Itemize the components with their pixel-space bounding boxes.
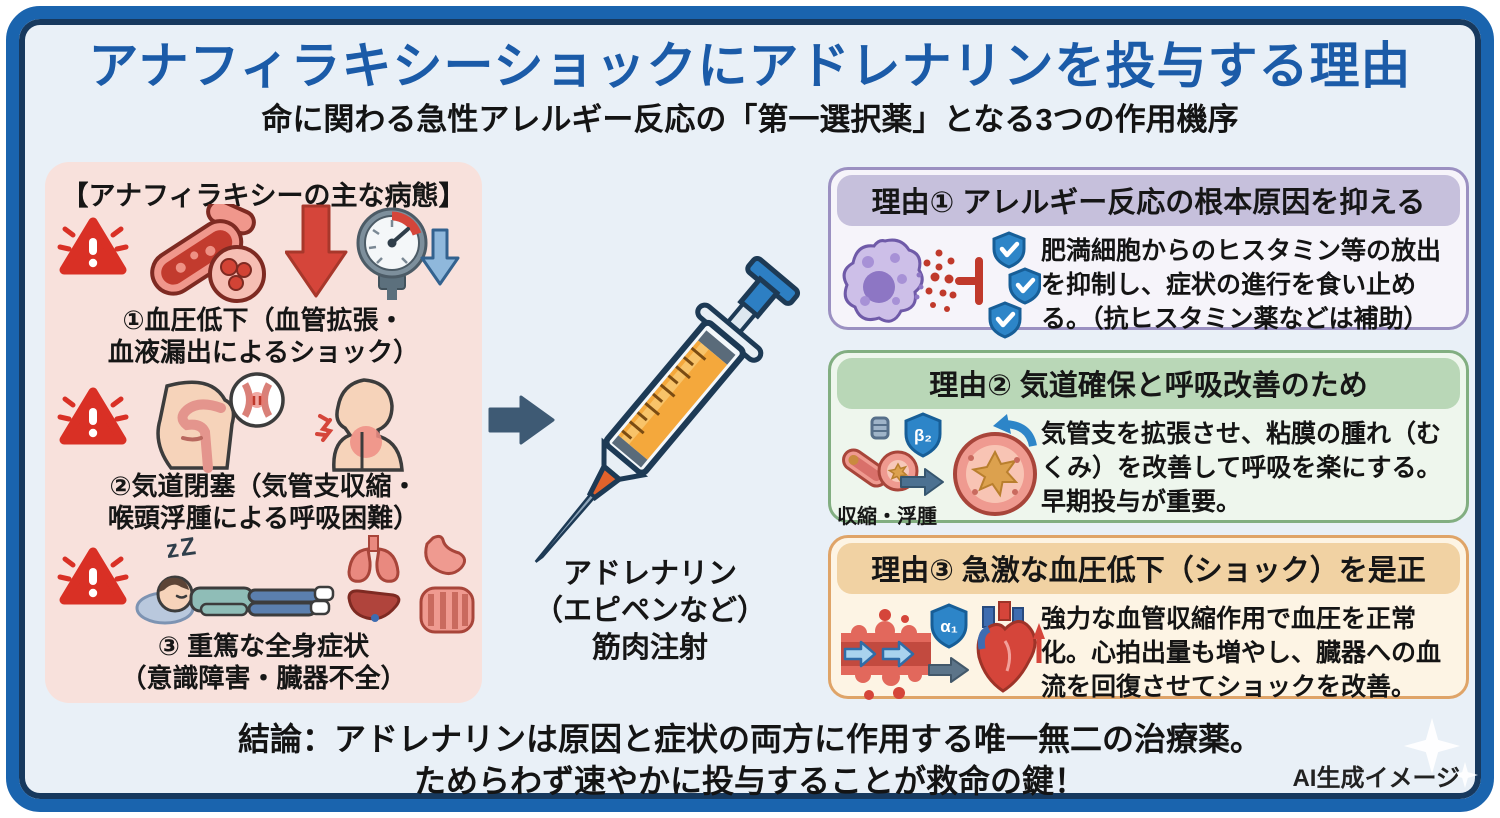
blood-vessel-icon <box>150 204 266 303</box>
leaky-vessel-icon <box>841 609 931 700</box>
ai-image-credit: AI生成イメージ <box>1292 765 1460 792</box>
conclusion-line-1: 結論：アドレナリンは原因と症状の両方に作用する唯一無二の治療薬。 <box>237 721 1262 757</box>
reason-1-illustration <box>841 229 1041 341</box>
reason-3-illustration: α₁ <box>841 597 1045 709</box>
reason-2-illustration: β₂ 収縮・浮腫 <box>837 412 1041 528</box>
svg-text:α₁: α₁ <box>940 617 957 636</box>
reason-2-title: 理由② 気道確保と呼吸改善のため <box>837 358 1460 409</box>
pathology-item-2-caption: ②気道閉塞（気管支収縮・ 喉頭浮腫による呼吸困難） <box>107 471 420 534</box>
airway-cross-section-icon <box>156 372 285 473</box>
pathology-item-1-caption: ①血圧低下（血管拡張・ 血液漏出によるショック） <box>107 305 420 368</box>
reason-2-panel: 理由② 気道確保と呼吸改善のため <box>828 350 1469 528</box>
reason-3-body-text: 強力な血管収縮作用で血圧を正常化。心拍出量も増やし、臓器への血流を回復させてショ… <box>1041 605 1442 701</box>
pathology-panel-title: 【アナフィラキシーの主な病態】 <box>61 181 466 211</box>
warning-icon <box>57 217 129 275</box>
block-icon <box>955 257 983 305</box>
blood-pressure-drop-icon <box>285 204 460 300</box>
warning-icon <box>57 547 129 605</box>
mast-cell-icon <box>842 238 924 323</box>
arrow-right-icon <box>900 468 944 496</box>
warning-icon <box>57 387 129 445</box>
reason-2-body-text: 気管支を拡張させ、粘膜の腫れ（むくみ）を改善して呼吸を楽にする。早期投与が重要。 <box>1041 420 1442 516</box>
svg-text:β₂: β₂ <box>914 426 932 445</box>
alpha1-receptor-shield-icon: α₁ <box>930 603 968 649</box>
beta2-receptor-shield-icon: β₂ <box>904 412 942 458</box>
bronchi-state-label: 収縮・浮腫 <box>837 506 937 528</box>
dilated-bronchus-icon <box>953 414 1037 516</box>
shield-check-icon <box>988 301 1022 339</box>
reason-1-title: 理由① アレルギー反応の根本原因を抑える <box>837 175 1460 226</box>
arrow-right-icon <box>928 657 969 683</box>
constricted-bronchi-icon <box>842 416 919 492</box>
shield-check-icon <box>1008 267 1041 305</box>
pathology-item-3-caption: ③ 重篤な全身症状 （意識障害・臓器不全） <box>120 631 407 694</box>
organs-icon <box>347 534 475 634</box>
sleep-zzz-text: zZ <box>164 531 200 565</box>
syringe-illustration <box>488 235 823 604</box>
heart-icon <box>976 601 1045 693</box>
syringe-icon <box>534 255 801 563</box>
histamine-dots-icon <box>923 249 957 312</box>
adrenaline-caption: アドレナリン （エピペンなど） 筋肉注射 <box>533 558 766 665</box>
swollen-throat-person-icon <box>315 378 404 472</box>
shield-check-icon <box>992 231 1026 269</box>
unconscious-person-icon <box>135 575 335 625</box>
histamine-block-shields-icon <box>923 231 1041 339</box>
conclusion-line-2: ためらわず速やかに投与することが救命の鍵！ <box>413 763 1086 799</box>
pathology-panel: 【アナフィラキシーの主な病態】 <box>45 162 482 703</box>
reason-3-panel: 理由③ 急激な血圧低下（ショック）を是正 <box>828 535 1469 701</box>
reason-1-panel: 理由① アレルギー反応の根本原因を抑える <box>828 167 1469 339</box>
page-subtitle: 命に関わる急性アレルギー反応の「第一選択薬」となる3つの作用機序 <box>261 102 1239 137</box>
blood-pressure-up-arrow-icon <box>1033 623 1045 663</box>
reason-1-body-text: 肥満細胞からのヒスタミン等の放出を抑制し、症状の進行を食い止める。（抗ヒスタミン… <box>1041 237 1442 333</box>
reason-3-title: 理由③ 急激な血圧低下（ショック）を是正 <box>837 543 1460 594</box>
right-arrow-icon <box>488 395 555 445</box>
page-title: アナフィラキシーショックにアドレナリンを投与する理由 <box>88 38 1412 94</box>
